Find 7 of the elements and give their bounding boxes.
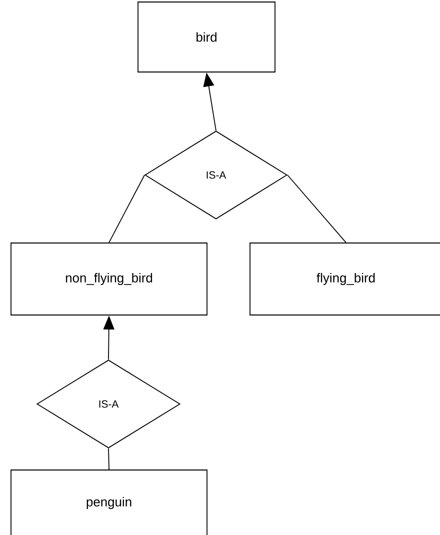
connector-line	[287, 174, 346, 243]
entity-box: flying_bird	[250, 242, 440, 316]
connector-line	[108, 448, 110, 470]
connector-line	[108, 174, 145, 243]
entity-box: bird	[138, 2, 276, 72]
entity-box: penguin	[10, 470, 208, 535]
entity-box: non_flying_bird	[10, 242, 208, 316]
